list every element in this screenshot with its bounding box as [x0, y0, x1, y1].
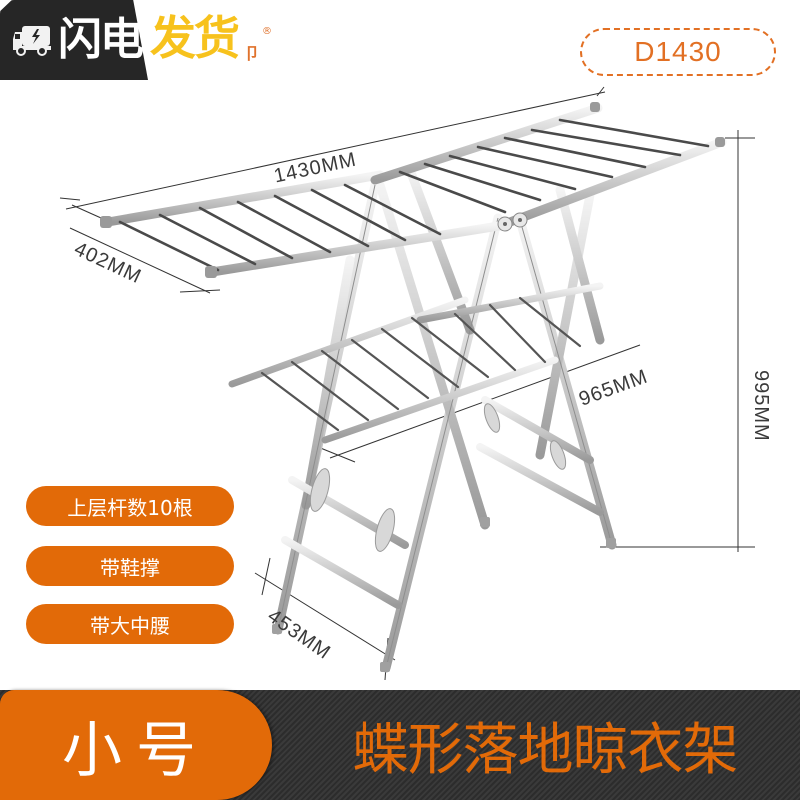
drying-rack-icon	[59, 86, 755, 681]
product-illustration: 1430MM 402MM 995MM 965MM 453MM	[0, 80, 800, 690]
feature-pill-upper-rods: 上层杆数10根	[26, 486, 234, 526]
brand-flash-text: 闪电	[58, 14, 144, 65]
brand-tail-glyph: 卩	[244, 44, 261, 63]
dimension-height-label: 995MM	[750, 370, 772, 442]
product-title: 蝶形落地晾衣架	[352, 717, 739, 783]
size-label: 小号	[0, 690, 272, 800]
feature-pill-shoe-rack: 带鞋撑	[26, 546, 234, 586]
delivery-truck-icon	[13, 26, 51, 56]
model-code-badge: D1430	[580, 28, 776, 76]
brand-ship-text: 发货	[150, 11, 240, 65]
bottom-banner: 小号 蝶形落地晾衣架	[0, 690, 800, 800]
registered-mark: ®	[262, 26, 272, 37]
brand-badge: 闪电 发货 卩 ®	[0, 0, 272, 80]
feature-pill-middle-bar: 带大中腰	[26, 604, 234, 644]
